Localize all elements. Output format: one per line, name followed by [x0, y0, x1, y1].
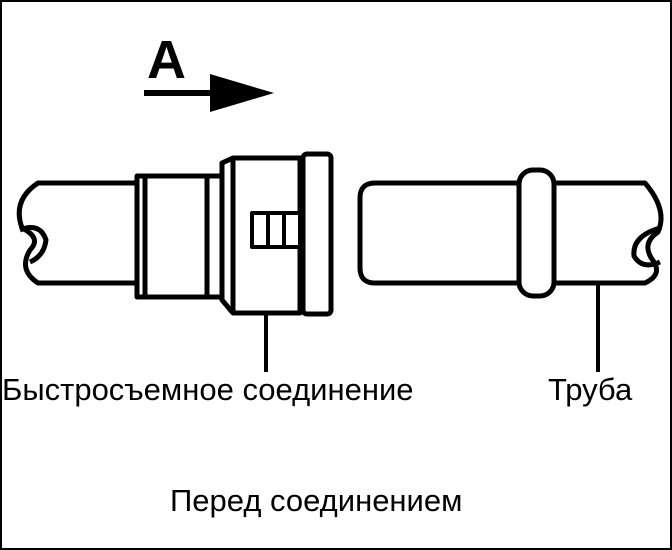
pipe-assembly: [357, 167, 664, 372]
connector-label: Быстросъемное соединение: [2, 372, 414, 407]
inlet-pipe: [16, 180, 153, 286]
direction-label: A: [147, 30, 186, 90]
figure-caption: Перед соединением: [170, 483, 463, 518]
pipe-body: [357, 180, 664, 286]
pipe-label: Труба: [548, 372, 633, 407]
quick-connector-assembly: [16, 151, 334, 372]
retainer-window: [250, 211, 302, 249]
inlet-pipe-break: [19, 225, 49, 265]
connector-flange: [300, 151, 334, 317]
pipe-bead: [516, 167, 557, 299]
arrow-head: [210, 74, 274, 112]
pipe-break: [631, 225, 662, 268]
direction-arrow: A: [144, 30, 274, 112]
